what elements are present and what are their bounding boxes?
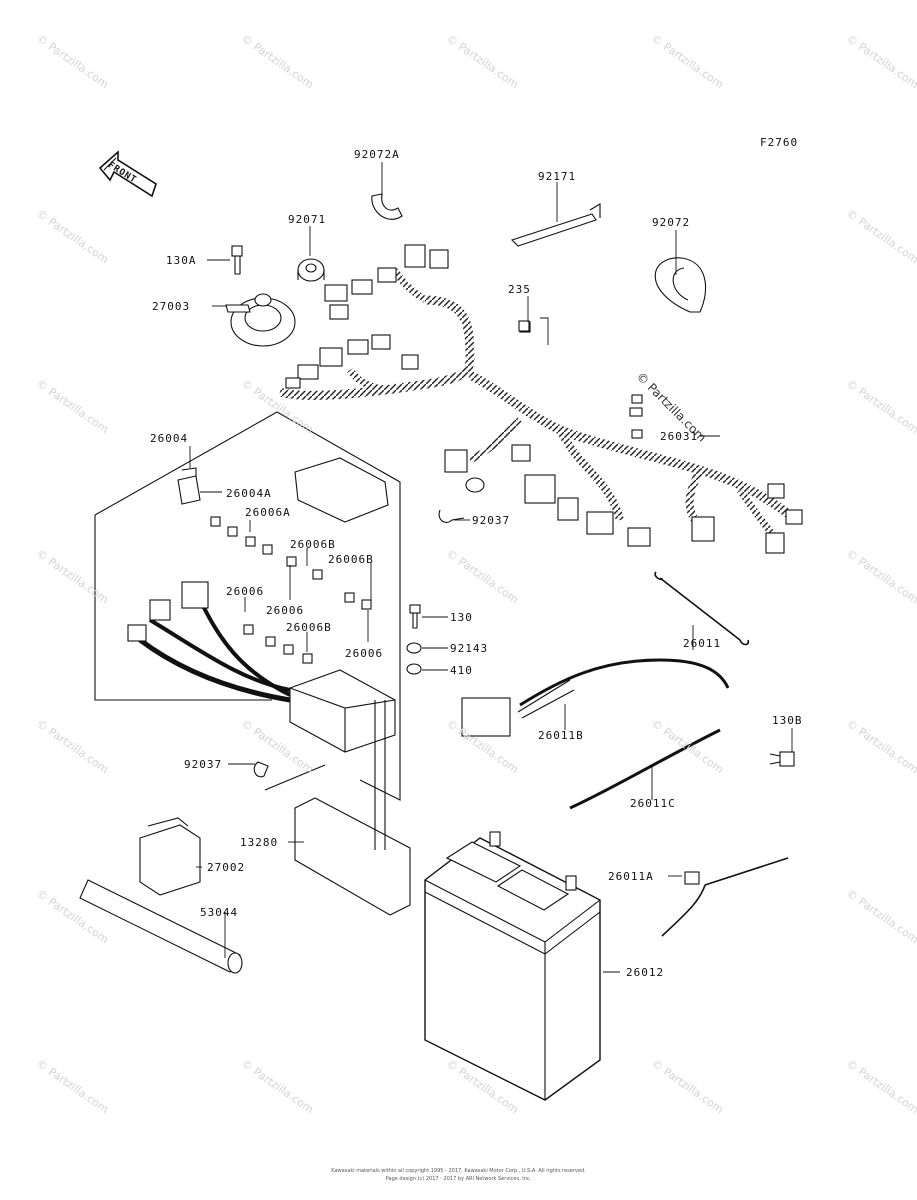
cable-26011b [461, 658, 730, 737]
cable-26011c [569, 728, 721, 810]
fusebox-subharness [127, 581, 291, 703]
main-harness [278, 268, 793, 547]
part-label: 235 [508, 283, 531, 296]
front-arrow-icon [98, 150, 157, 198]
bolt-130a [231, 245, 243, 275]
part-label: 13280 [240, 836, 279, 849]
bolt-130b [769, 751, 795, 767]
part-label: 26006A [245, 506, 291, 519]
part-label: 53044 [200, 906, 239, 919]
part-label: 26006B [286, 621, 332, 634]
part-label: 26004A [226, 487, 272, 500]
bolt-130 [409, 604, 421, 629]
part-label: 92037 [472, 514, 511, 527]
part-label: 26011A [608, 870, 654, 883]
clip-92037-lower [253, 761, 269, 778]
grommet-92071 [297, 258, 325, 282]
part-label: 410 [450, 664, 473, 677]
part-label: 26004 [150, 432, 189, 445]
part-label: 92072A [354, 148, 400, 161]
tube-53044 [79, 879, 243, 974]
copyright-line-2: Page design (c) 2017 - 2017 by ARI Netwo… [385, 1176, 532, 1182]
part-label: 27002 [207, 861, 246, 874]
fuse-block [289, 669, 396, 753]
part-label: 26006 [226, 585, 265, 598]
lead-26011a [661, 857, 789, 937]
fusebox-cover [294, 457, 389, 523]
part-label: 26012 [626, 966, 665, 979]
part-label: 26011B [538, 729, 584, 742]
part-label: 26006B [290, 538, 336, 551]
part-label: 26006B [328, 553, 374, 566]
fusebox-assembly-outline [94, 411, 401, 801]
figure-code: F2760 [760, 136, 799, 149]
nut-410 [406, 663, 422, 675]
copyright-line-1: Kawasaki materials within all copyright … [331, 1168, 586, 1174]
fuses [210, 516, 372, 664]
part-label: 130 [450, 611, 473, 624]
relay-27002 [139, 817, 201, 896]
part-235 [518, 320, 530, 332]
part-label: 26006 [266, 604, 305, 617]
part-label: 92037 [184, 758, 223, 771]
part-label: 92171 [538, 170, 577, 183]
band-92072 [654, 257, 707, 313]
bracket-13280 [294, 797, 411, 916]
part-label: 26011C [630, 797, 676, 810]
battery-26012 [424, 831, 601, 1101]
relay-26004a [177, 467, 201, 505]
harness-connectors [285, 244, 803, 554]
part-label: 92143 [450, 642, 489, 655]
part-label: 130B [772, 714, 803, 727]
part-label: 26031 [660, 430, 699, 443]
part-label: 26011 [683, 637, 722, 650]
lead-26011 [654, 571, 750, 646]
clamp-92072a [371, 193, 403, 220]
washer-92143 [406, 642, 422, 654]
part-label: 92072 [652, 216, 691, 229]
part-label: 130A [166, 254, 197, 267]
part-label: 92071 [288, 213, 327, 226]
part-label: 27003 [152, 300, 191, 313]
horn-27003 [225, 293, 296, 347]
bracket-92171 [510, 203, 601, 247]
part-label: 26006 [345, 647, 384, 660]
clip-92037-upper [438, 509, 465, 523]
leader-lines [189, 162, 793, 973]
